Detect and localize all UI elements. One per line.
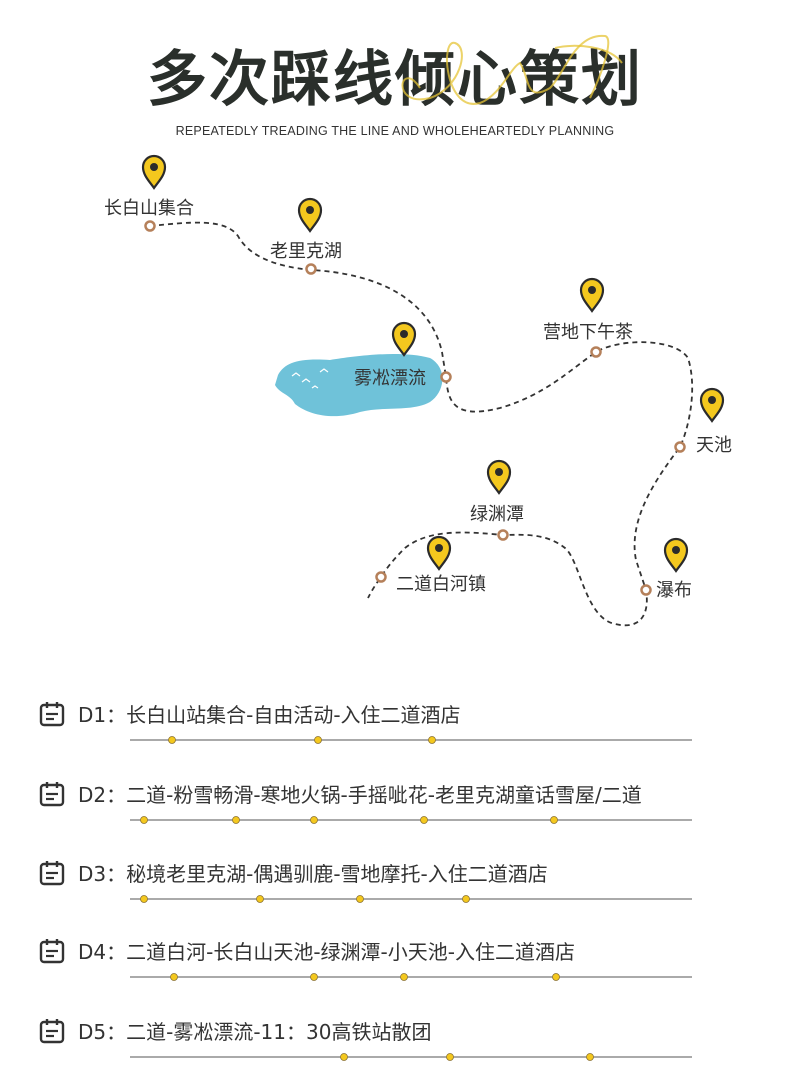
itinerary-item-d1: D1：长白山站集合-自由活动-入住二道酒店	[38, 700, 718, 760]
route-dot-lvyuantan	[497, 529, 509, 541]
itinerary-text: D5：二道-雾凇漂流-11：30高铁站散团	[78, 1020, 432, 1044]
day-description: 二道-雾凇漂流-11：30高铁站散团	[126, 1020, 432, 1044]
day-code: D2	[78, 783, 107, 807]
day-code: D4	[78, 940, 107, 964]
itinerary-text: D1：长白山站集合-自由活动-入住二道酒店	[78, 703, 461, 727]
route-dot-pubu	[640, 584, 652, 596]
page-subtitle: REPEATEDLY TREADING THE LINE AND WHOLEHE…	[175, 124, 615, 138]
stop-label: 营地下午茶	[543, 322, 633, 343]
dotted-divider	[130, 1053, 692, 1061]
route-path	[149, 221, 694, 627]
stop-label: 天池	[696, 435, 732, 456]
stop-label: 二道白河镇	[396, 574, 486, 595]
itinerary-text: D3：秘境老里克湖-偶遇驯鹿-雪地摩托-入住二道酒店	[78, 862, 548, 886]
bird-marks	[291, 368, 329, 389]
calendar-icon	[39, 1019, 65, 1044]
location-pin-icon	[391, 321, 417, 357]
itinerary-item-d5: D5：二道-雾凇漂流-11：30高铁站散团	[38, 1017, 718, 1077]
dotted-divider	[130, 816, 692, 824]
route-map: 长白山集合 老里克湖 雾凇漂流 营地下午茶 天池 绿渊潭 二道白河镇 瀑布	[104, 154, 732, 627]
route-dot-erdao	[375, 571, 387, 583]
calendar-icon	[39, 702, 65, 727]
location-pin-icon	[579, 277, 605, 313]
day-code: D5	[78, 1020, 107, 1044]
stop-label: 雾凇漂流	[354, 368, 426, 389]
stop-label: 瀑布	[656, 580, 692, 601]
route-dot-camp	[590, 346, 602, 358]
location-pin-icon	[297, 197, 323, 233]
dotted-divider	[130, 973, 692, 981]
route-dot-tianchi	[674, 441, 686, 453]
calendar-icon	[39, 782, 65, 807]
location-pin-icon	[426, 535, 452, 571]
lake-shape	[275, 354, 443, 417]
itinerary-text: D4：二道白河-长白山天池-绿渊潭-小天池-入住二道酒店	[78, 940, 575, 964]
itinerary-item-d3: D3：秘境老里克湖-偶遇驯鹿-雪地摩托-入住二道酒店	[38, 859, 718, 919]
route-dots	[144, 220, 686, 596]
location-pin-icon	[699, 387, 725, 423]
itinerary-item-d4: D4：二道白河-长白山天池-绿渊潭-小天池-入住二道酒店	[38, 937, 718, 997]
route-dot-changbaishan	[144, 220, 156, 232]
dotted-divider	[130, 895, 692, 903]
day-description: 二道-粉雪畅滑-寒地火锅-手摇呲花-老里克湖童话雪屋/二道	[126, 783, 642, 807]
stop-label: 绿渊潭	[470, 504, 524, 525]
stop-label: 老里克湖	[270, 241, 342, 262]
calendar-icon	[39, 939, 65, 964]
day-description: 长白山站集合-自由活动-入住二道酒店	[126, 703, 461, 727]
day-code: D1	[78, 703, 107, 727]
location-pin-icon	[663, 537, 689, 573]
dotted-divider	[130, 736, 692, 744]
calendar-icon	[39, 861, 65, 886]
itinerary-item-d2: D2：二道-粉雪畅滑-寒地火锅-手摇呲花-老里克湖童话雪屋/二道	[38, 780, 718, 840]
itinerary-text: D2：二道-粉雪畅滑-寒地火锅-手摇呲花-老里克湖童话雪屋/二道	[78, 783, 642, 807]
day-description: 二道白河-长白山天池-绿渊潭-小天池-入住二道酒店	[126, 940, 575, 964]
day-description: 秘境老里克湖-偶遇驯鹿-雪地摩托-入住二道酒店	[126, 862, 548, 886]
stop-label: 长白山集合	[104, 198, 194, 219]
route-dot-laolike	[305, 263, 317, 275]
route-dot-wusong	[440, 371, 452, 383]
location-pin-icon	[141, 154, 167, 190]
day-code: D3	[78, 862, 107, 886]
location-pin-icon	[486, 459, 512, 495]
